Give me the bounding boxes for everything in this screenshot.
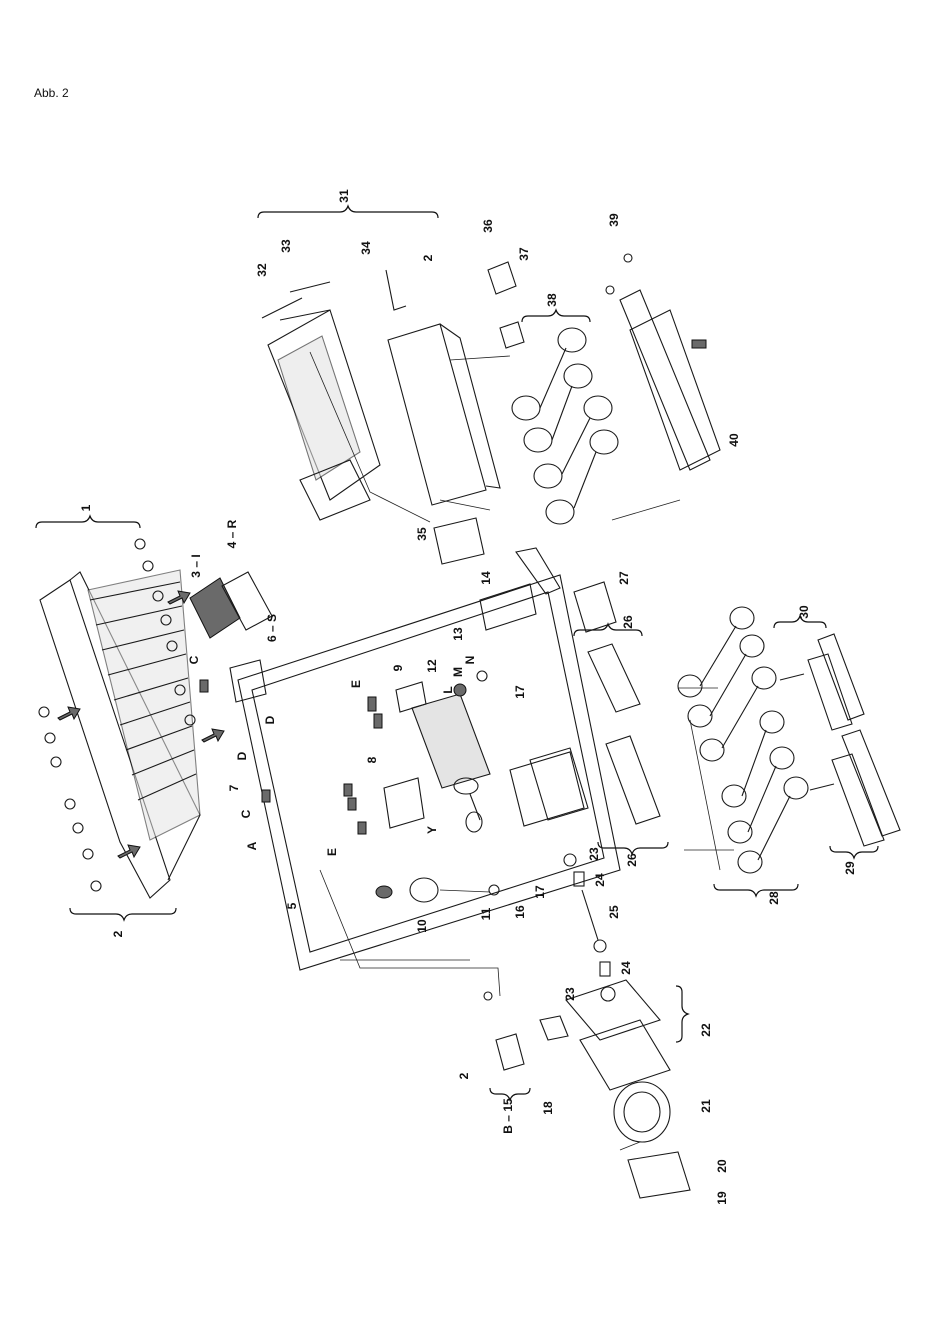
callout-36: 36 [481, 219, 495, 233]
callout-A: A [245, 841, 259, 850]
callout-E1: E [349, 680, 363, 688]
callout-22: 22 [699, 1023, 713, 1037]
bogie-frames [530, 582, 660, 824]
callout-10: 10 [415, 919, 429, 933]
callout-2a: 2 [111, 930, 125, 937]
callout-13: 13 [451, 627, 465, 641]
side-frame-40 [606, 254, 720, 470]
callout-3: 3 – I [189, 554, 203, 577]
callout-37: 37 [517, 247, 531, 261]
callout-7: 7 [227, 784, 241, 791]
callout-17a: 17 [513, 685, 527, 699]
callout-33: 33 [279, 239, 293, 253]
callout-23a: 23 [587, 847, 601, 861]
callout-4: 4 – R [225, 519, 239, 548]
upper-body [262, 270, 500, 520]
wheelsets-28 [678, 607, 808, 873]
wheelset-38 [512, 328, 618, 524]
chassis-frame [238, 575, 620, 970]
callout-27: 27 [617, 571, 631, 585]
callout-24a: 24 [593, 873, 607, 887]
callout-9: 9 [391, 664, 405, 671]
callout-15: B – 15 [501, 1098, 515, 1134]
callout-1: 1 [79, 504, 93, 511]
side-frames-29-30 [780, 634, 900, 846]
callout-40: 40 [727, 433, 741, 447]
body-shell [39, 539, 224, 898]
callout-34: 34 [359, 241, 373, 255]
callout-20: 20 [715, 1159, 729, 1173]
leader-lines [310, 352, 734, 1150]
callout-25: 25 [607, 905, 621, 919]
callout-30: 30 [797, 605, 811, 619]
callout-11: 11 [479, 907, 493, 920]
callout-28: 28 [767, 891, 781, 905]
screws [200, 680, 382, 834]
callout-18: 18 [541, 1101, 555, 1115]
callout-35: 35 [415, 527, 429, 541]
callout-14: 14 [479, 571, 493, 585]
callout-26a: 26 [621, 615, 635, 629]
callout-D2: D [263, 715, 277, 724]
callout-2c: 2 [457, 1072, 471, 1079]
callout-32: 32 [255, 263, 269, 277]
callout-Y: Y [425, 826, 439, 834]
drive-shaft [564, 854, 615, 1001]
callout-12: 12 [425, 659, 439, 673]
worm-gears [376, 812, 499, 902]
callout-21: 21 [699, 1099, 713, 1113]
callout-29: 29 [843, 861, 857, 875]
callout-38: 38 [545, 293, 559, 307]
callout-L: L [441, 686, 455, 693]
callout-24b: 24 [619, 961, 633, 975]
callout-16: 16 [513, 905, 527, 919]
callout-39: 39 [607, 213, 621, 227]
callout-C1: C [187, 655, 201, 664]
callout-31: 31 [337, 189, 351, 203]
callout-E2: E [325, 848, 339, 856]
callout-17b: 17 [533, 885, 547, 899]
callout-23b: 23 [563, 987, 577, 1001]
callout-C2: C [239, 809, 253, 818]
rear-unit [484, 980, 690, 1198]
callout-D1: D [235, 751, 249, 760]
callout-8: 8 [365, 756, 379, 763]
callout-2b: 2 [421, 254, 435, 261]
callout-5: 5 [285, 902, 299, 909]
callout-26b: 26 [625, 853, 639, 867]
callout-M: M [451, 667, 465, 677]
motor-clamps [384, 682, 426, 828]
callout-19: 19 [715, 1191, 729, 1205]
callout-6: 6 – S [265, 614, 279, 642]
callout-N: N [463, 656, 477, 665]
